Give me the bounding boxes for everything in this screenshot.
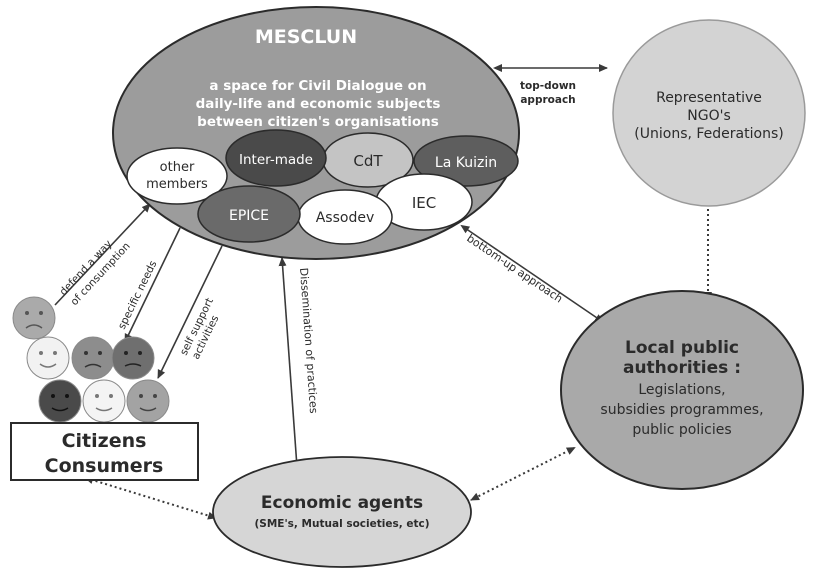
mesclun-desc-2: daily-life and economic subjects [196, 96, 441, 112]
economic-node: Economic agents (SME's, Mutual societies… [212, 456, 472, 568]
face-icon [82, 379, 126, 423]
dissemination-label: Dissemination of practices [297, 267, 320, 414]
mesclun-desc-3: between citizen's organisations [197, 114, 439, 130]
face-icon [111, 336, 155, 380]
member-intermade-ellipse [225, 129, 327, 187]
mesclun-desc-1: a space for Civil Dialogue on [209, 78, 426, 94]
ngo-label-3: (Unions, Federations) [634, 126, 783, 142]
defend-arrow [54, 203, 151, 306]
ngo-ellipse [612, 19, 806, 207]
authorities-ellipse [560, 290, 804, 490]
citizens-faces [12, 296, 170, 423]
member-other-ellipse [126, 147, 228, 205]
specific-needs-arrow [124, 227, 181, 343]
face-icon [26, 336, 70, 380]
ngo-label-2: NGO's [687, 108, 730, 124]
authorities-label-1: Local public [625, 338, 739, 358]
bottomup-label: bottom-up approach [464, 232, 565, 306]
citizens-box: Citizens Consumers [10, 422, 199, 481]
member-cdt-label: CdT [353, 152, 383, 170]
economic-ellipse [212, 456, 472, 568]
citizens-economic-arrow [84, 476, 217, 520]
self-support-arrow [157, 245, 223, 379]
citizens-label-1: Citizens [62, 430, 147, 452]
ngo-label-1: Representative [656, 90, 762, 106]
topdown-label-2: approach [520, 94, 575, 106]
bottomup-arrow [460, 224, 604, 323]
specific-needs-label: specific needs [116, 259, 160, 331]
dissemination-arrow [278, 257, 298, 468]
authorities-label-2: authorities : [623, 358, 741, 378]
citizens-label-2: Consumers [45, 455, 164, 477]
authorities-node: Local public authorities : Legislations,… [560, 290, 804, 490]
authorities-label-3: Legislations, [638, 382, 725, 398]
face-icon [71, 336, 115, 380]
mesclun-node: MESCLUN a space for Civil Dialogue on da… [112, 6, 520, 260]
authorities-economic-arrow [470, 447, 576, 501]
member-lakuizin-label: La Kuizin [435, 155, 497, 171]
ngo-node: Representative NGO's (Unions, Federation… [612, 19, 806, 207]
member-assodev-label: Assodev [316, 210, 375, 226]
face-icon [126, 379, 170, 423]
economic-subtitle: (SME's, Mutual societies, etc) [254, 518, 429, 530]
authorities-label-5: public policies [632, 422, 731, 438]
member-epice-label: EPICE [229, 208, 269, 224]
member-other-label-1: other [160, 160, 195, 175]
authorities-label-4: subsidies programmes, [600, 402, 763, 418]
member-lakuizin-ellipse [413, 135, 519, 187]
member-intermade-label: Inter-made [239, 152, 313, 168]
topdown-label-1: top-down [520, 80, 576, 92]
citizens-rect [10, 422, 199, 481]
member-iec-label: IEC [412, 194, 436, 212]
face-icon [38, 379, 82, 423]
member-other-label-2: members [146, 177, 208, 192]
mesclun-title: MESCLUN [255, 26, 357, 48]
member-epice-ellipse [197, 185, 301, 243]
face-icon [12, 296, 56, 340]
economic-title: Economic agents [261, 493, 423, 513]
